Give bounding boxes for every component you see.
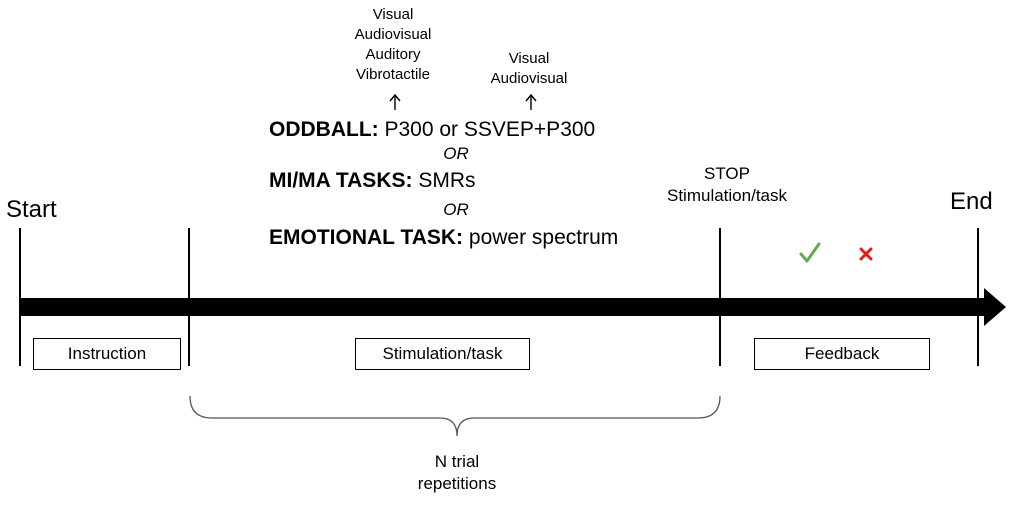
- feedback-phase-box: Feedback: [754, 338, 930, 370]
- timeline-arrow-shaft: [20, 298, 986, 316]
- modality-item: Auditory: [365, 46, 421, 63]
- repetitions-line2: repetitions: [417, 474, 497, 493]
- modality-item: Audiovisual: [354, 26, 432, 43]
- mima-paradigm: MI/MA TASKS: SMRs: [269, 168, 476, 194]
- modality-item: Audiovisual: [490, 70, 568, 87]
- emotional-description: power spectrum: [468, 226, 619, 249]
- mima-description: SMRs: [418, 169, 476, 192]
- modality-item: Visual: [372, 6, 414, 23]
- instruction-phase-box: Instruction: [33, 338, 181, 370]
- stop-label-line1: STOP: [704, 164, 750, 183]
- trial-repetitions-label: N trial repetitions: [418, 451, 496, 495]
- repetitions-line1: N trial: [434, 452, 480, 471]
- cross-icon: [859, 247, 873, 261]
- oddball-heading: ODDBALL:: [269, 118, 379, 141]
- p300-modality-arrow: [389, 93, 401, 110]
- stop-label-line2: Stimulation/task: [667, 186, 787, 205]
- emotional-heading: EMOTIONAL TASK:: [269, 226, 464, 249]
- stop-stimulation-label: STOP Stimulation/task: [667, 163, 787, 207]
- stimulation-phase-box: Stimulation/task: [355, 338, 530, 370]
- check-icon: [799, 242, 821, 263]
- ssvep-modality-arrow: [525, 93, 537, 110]
- p300-modalities-list: Visual Audiovisual Auditory Vibrotactile: [355, 5, 432, 85]
- modality-item: Visual: [508, 50, 550, 67]
- oddball-paradigm: ODDBALL: P300 or SSVEP+P300: [269, 117, 595, 143]
- mima-heading: MI/MA TASKS:: [269, 169, 413, 192]
- repetition-brace: [189, 395, 721, 437]
- start-label: Start: [6, 196, 57, 223]
- ssvep-modalities-list: Visual Audiovisual: [491, 49, 568, 89]
- timeline-arrow-head: [984, 288, 1006, 326]
- or-separator: OR: [443, 144, 469, 163]
- or-separator: OR: [443, 200, 469, 219]
- end-label: End: [950, 188, 993, 215]
- emotional-paradigm: EMOTIONAL TASK: power spectrum: [269, 225, 618, 251]
- oddball-description: P300 or SSVEP+P300: [384, 118, 596, 141]
- modality-item: Vibrotactile: [356, 66, 430, 83]
